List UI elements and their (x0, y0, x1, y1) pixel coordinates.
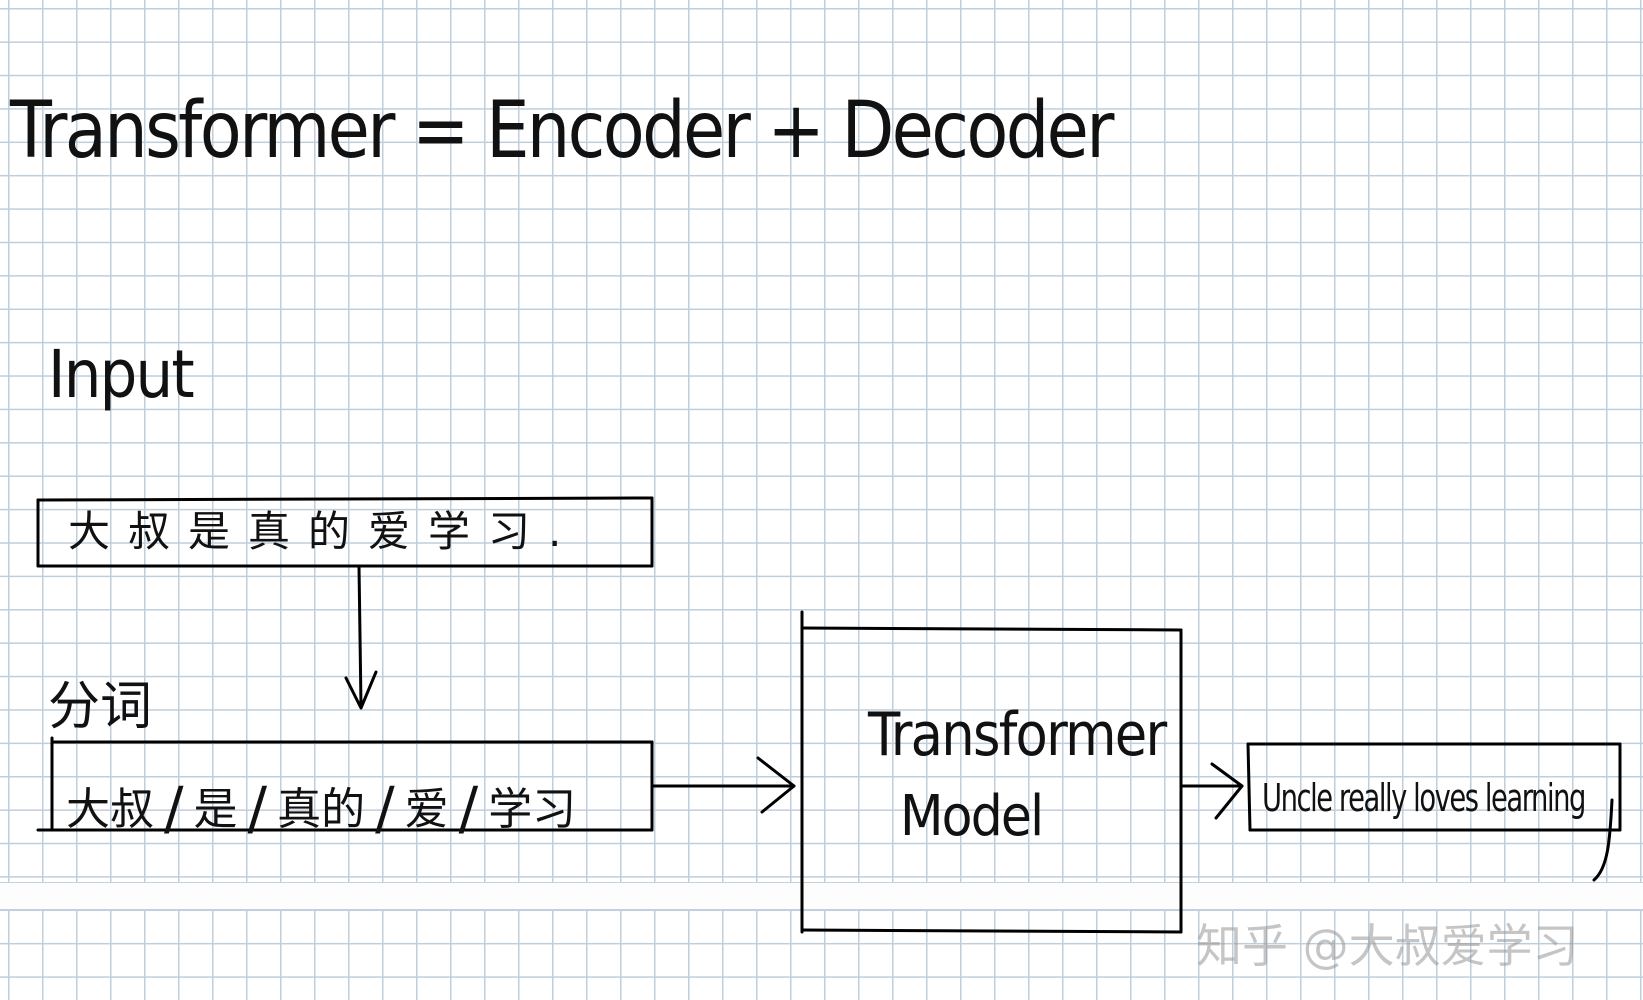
title-text: Transformer = Encoder + Decoder (10, 86, 1114, 176)
token: 是 (193, 784, 238, 835)
arrow-to-model (650, 756, 796, 814)
token: 大叔 (66, 784, 154, 835)
down-arrow (344, 564, 378, 710)
token-row: 大叔/是/真的/爱/学习 (66, 770, 577, 842)
token-separator: / (458, 774, 479, 842)
model-title: Transformer (868, 700, 1167, 770)
input-label: Input (48, 336, 195, 413)
arrow-to-output (1179, 762, 1244, 820)
token: 爱 (404, 784, 449, 835)
token: 学习 (488, 784, 577, 835)
output-sentence: Uncle really loves learning (1262, 776, 1586, 820)
token-separator: / (247, 774, 268, 842)
page-separator (0, 882, 1643, 910)
segmentation-label: 分词 (48, 677, 153, 737)
token-box (36, 736, 654, 832)
token-separator: / (375, 774, 395, 842)
token-separator: / (164, 774, 184, 842)
token: 真的 (277, 784, 366, 835)
input-sentence-box (36, 496, 654, 568)
watermark: 知乎 @大叔爱学习 (1196, 919, 1579, 973)
model-subtitle: Model (900, 784, 1044, 849)
input-sentence: 大叔是真的爱学习. (68, 507, 580, 556)
transformer-model-box (800, 610, 1183, 934)
output-box (1246, 742, 1622, 882)
